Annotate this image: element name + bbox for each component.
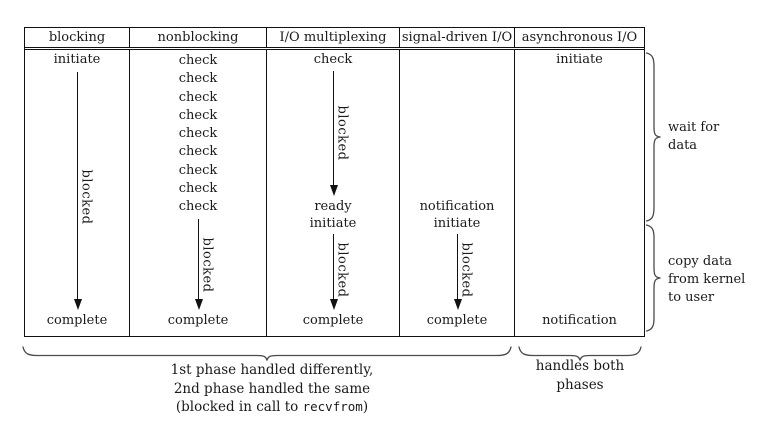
phases-note-line1: 1st phase handled differently, <box>170 362 374 378</box>
column-body-asynchronous-io: initiate notification <box>515 50 644 336</box>
async-note-line2: phases <box>556 376 604 393</box>
down-arrow <box>329 234 338 310</box>
notification-label: notification <box>542 313 617 328</box>
async-note: handles both phases <box>518 357 642 394</box>
column-body-io-multiplexing: check blocked ready initiate blocked com… <box>267 50 400 336</box>
check-list: check check check check check check chec… <box>130 52 266 217</box>
column-header-blocking: blocking <box>25 28 130 47</box>
blocked-label-rotated: blocked <box>334 242 350 298</box>
notification-label: notification <box>419 199 495 214</box>
phases-note-line3: (blocked in call to recvfrom) <box>175 399 369 415</box>
down-arrow <box>73 72 82 310</box>
table-body-row: initiate blocked complete check check ch… <box>25 50 644 336</box>
table-header-row: blocking nonblocking I/O multiplexing si… <box>25 28 644 50</box>
column-body-blocking: initiate blocked complete <box>25 50 130 336</box>
copy-data-brace <box>645 224 661 332</box>
column-header-nonblocking: nonblocking <box>130 28 267 47</box>
check-label: check <box>178 126 218 142</box>
complete-label: complete <box>167 313 229 328</box>
check-label: check <box>178 162 218 178</box>
ready-label: ready <box>314 199 352 214</box>
async-underbrace <box>518 346 642 361</box>
column-header-io-multiplexing: I/O multiplexing <box>267 28 400 47</box>
check-label: check <box>178 144 218 160</box>
down-arrow <box>329 71 338 196</box>
complete-label: complete <box>302 313 364 328</box>
phases-note-line2: 2nd phase handled the same <box>173 380 371 397</box>
phase1-underbrace <box>22 346 512 361</box>
check-label: check <box>178 53 218 68</box>
initiate-label: initiate <box>309 216 357 231</box>
check-label: check <box>178 89 218 105</box>
copy-data-label: copy data from kernel to user <box>668 254 746 305</box>
initiate-label: initiate <box>53 52 101 67</box>
phases-note: 1st phase handled differently, 2nd phase… <box>92 361 452 417</box>
blocked-label-rotated: blocked <box>199 237 215 293</box>
check-label: check <box>178 71 218 87</box>
column-header-asynchronous-io: asynchronous I/O <box>521 30 638 45</box>
column-header-signal-driven-io: signal-driven I/O <box>400 28 515 47</box>
down-arrow <box>453 234 462 310</box>
initiate-label: initiate <box>433 216 481 231</box>
blocked-label-rotated: blocked <box>78 169 94 225</box>
initiate-label: initiate <box>556 52 603 67</box>
check-label: check <box>313 52 353 67</box>
async-note-line1: handles both <box>535 358 625 374</box>
column-body-signal-driven-io: notification initiate blocked complete <box>400 50 515 336</box>
io-models-table: blocking nonblocking I/O multiplexing si… <box>24 27 645 337</box>
recvfrom-code: recvfrom <box>302 399 363 414</box>
wait-for-data-label: wait for data <box>668 120 720 153</box>
blocked-label-rotated: blocked <box>334 105 350 161</box>
check-label: check <box>178 199 218 215</box>
check-label: check <box>178 107 218 123</box>
check-label: check <box>178 181 218 197</box>
complete-label: complete <box>426 313 488 328</box>
wait-for-data-brace <box>645 52 661 222</box>
column-body-nonblocking: check check check check check check chec… <box>130 50 267 336</box>
complete-label: complete <box>46 313 108 328</box>
down-arrow <box>194 219 203 310</box>
blocked-label-rotated: blocked <box>458 242 474 298</box>
